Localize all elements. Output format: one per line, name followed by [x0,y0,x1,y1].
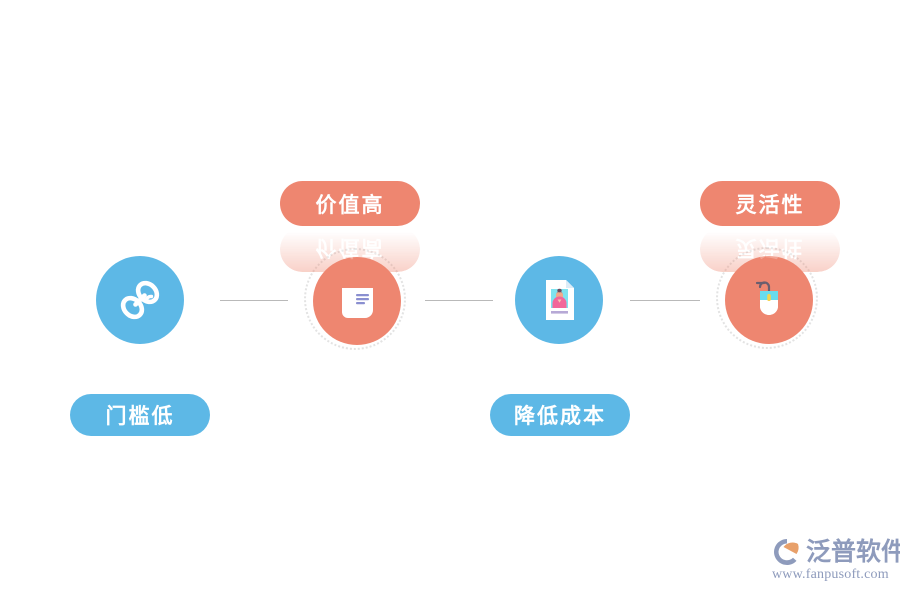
chain-link-icon [120,280,160,320]
label-pill-node-3[interactable]: 降低成本 [490,394,630,436]
connector-line-3 [630,300,700,301]
node-4-dotted-ring [716,247,818,349]
label-pill-node-1[interactable]: 门槛低 [70,394,210,436]
id-card-document-icon [546,280,574,320]
connector-line-2 [425,300,493,301]
node-2-circle[interactable] [304,248,406,350]
logo-brand-name: 泛普软件 [806,538,900,566]
node-3-circle[interactable] [515,256,603,344]
node-2-dotted-ring [304,248,406,350]
watermark-logo: 泛普软件 www.fanpusoft.com [772,536,900,588]
connector-line-1 [220,300,288,301]
label-pill-node-2[interactable]: 价值高 [280,181,420,226]
fanpu-logo-mark-icon [774,539,799,565]
logo-url: www.fanpusoft.com [772,567,889,582]
label-pill-node-4[interactable]: 灵活性 [700,181,840,226]
node-1-circle[interactable] [96,256,184,344]
node-4-circle[interactable] [716,247,818,349]
